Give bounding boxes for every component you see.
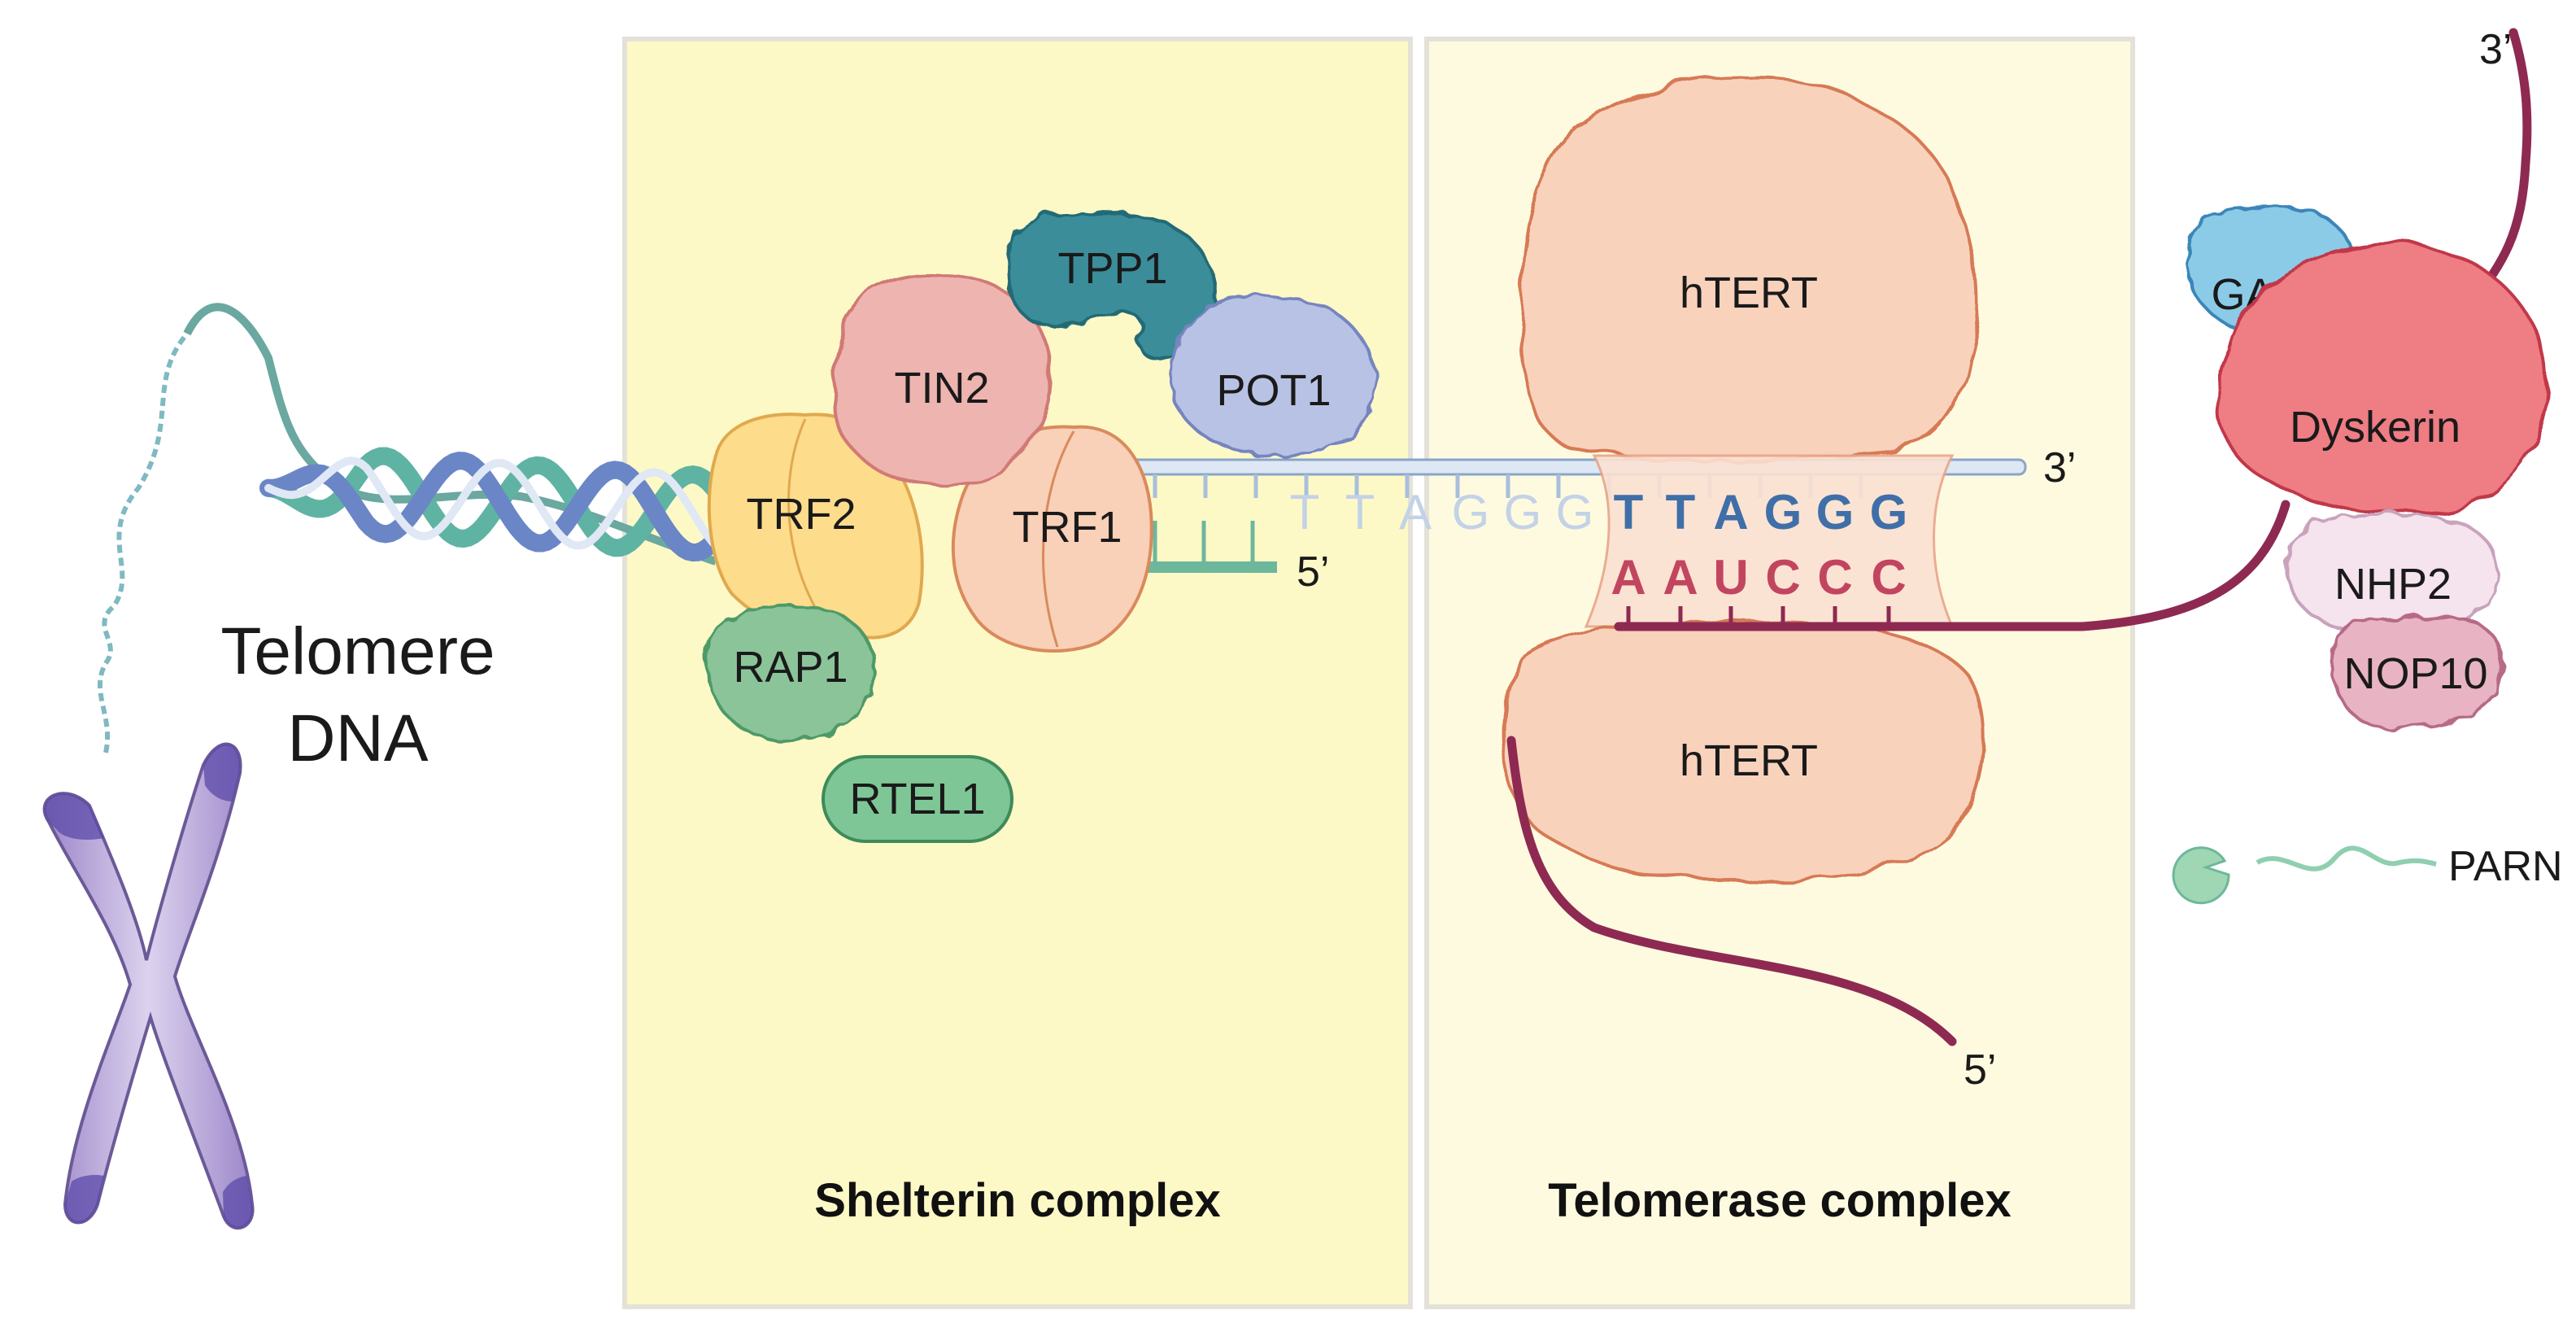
- dna-3prime-label: 3’: [2043, 444, 2076, 491]
- chromosome: [42, 742, 255, 1230]
- nhp2-label: NHP2: [2334, 560, 2452, 609]
- faded-sequence: T T A G G G: [1290, 485, 1594, 539]
- svg-text:T: T: [1614, 485, 1644, 539]
- tpp1-label: TPP1: [1057, 244, 1167, 293]
- telomere-dna-label-line1: Telomere: [220, 614, 495, 688]
- rap1-protein: [705, 604, 877, 743]
- rna-3prime-label: 3’: [2479, 26, 2512, 73]
- svg-text:T: T: [1290, 485, 1320, 539]
- dyskerin-label: Dyskerin: [2290, 403, 2460, 452]
- rna-5prime-label: 5’: [1964, 1046, 1996, 1094]
- trf2-label: TRF2: [747, 490, 856, 539]
- parn-label: PARN: [2448, 843, 2563, 890]
- telomere-dna-label-line2: DNA: [287, 701, 428, 775]
- nop10-label: NOP10: [2343, 649, 2487, 698]
- svg-text:C: C: [1765, 550, 1800, 605]
- htert-top: [1519, 75, 1979, 462]
- htert-bottom-label: hTERT: [1680, 736, 1818, 785]
- trf1-label: TRF1: [1013, 503, 1122, 552]
- svg-text:U: U: [1713, 550, 1748, 605]
- svg-text:C: C: [1817, 550, 1852, 605]
- svg-text:G: G: [1816, 485, 1855, 539]
- rap1-label: RAP1: [733, 643, 848, 692]
- pot1-protein: [1169, 293, 1377, 458]
- svg-text:G: G: [1556, 485, 1594, 539]
- tin2-protein: [830, 274, 1052, 487]
- rtel1-label: RTEL1: [849, 775, 985, 823]
- nop10-protein: [2331, 614, 2504, 731]
- parn-icon: [2172, 845, 2437, 905]
- tin2-label: TIN2: [894, 364, 989, 413]
- svg-text:G: G: [1870, 485, 1908, 539]
- pot1-label: POT1: [1216, 366, 1331, 415]
- htert-top-label: hTERT: [1680, 269, 1818, 317]
- svg-text:T: T: [1345, 485, 1375, 539]
- dyskerin-protein: [2216, 242, 2549, 516]
- svg-text:A: A: [1713, 485, 1748, 539]
- rtel1-protein: [822, 755, 1013, 843]
- dna-repeat-sequence: T T A G G G: [1614, 485, 1908, 539]
- svg-text:G: G: [1452, 485, 1490, 539]
- svg-text:G: G: [1764, 485, 1802, 539]
- svg-text:A: A: [1611, 550, 1645, 605]
- svg-text:A: A: [1663, 550, 1698, 605]
- rna-template-sequence: A A U C C C: [1611, 550, 1906, 605]
- trf1-protein: [951, 425, 1153, 653]
- svg-text:T: T: [1666, 485, 1696, 539]
- nhp2-protein: [2283, 512, 2500, 637]
- dna-5prime-label: 5’: [1297, 548, 1329, 596]
- svg-text:G: G: [1504, 485, 1542, 539]
- telomerase-title: Telomerase complex: [1548, 1174, 2012, 1227]
- shelterin-title: Shelterin complex: [814, 1174, 1221, 1227]
- trf2-protein: [707, 413, 924, 640]
- svg-text:A: A: [1399, 485, 1432, 539]
- svg-text:C: C: [1871, 550, 1906, 605]
